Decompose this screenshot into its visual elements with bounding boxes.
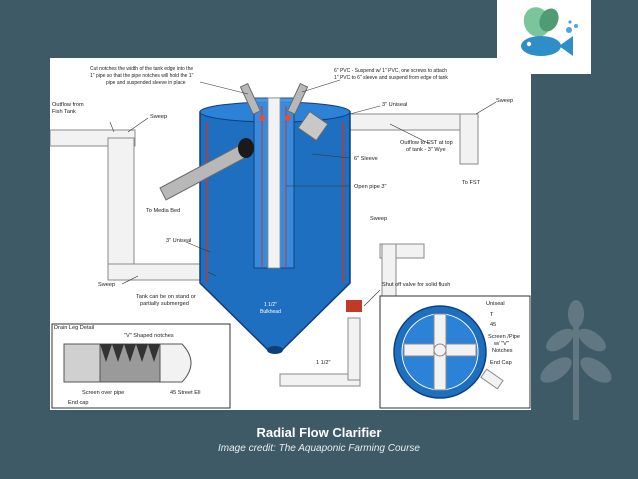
label-forty-five: 45 bbox=[490, 322, 496, 328]
drain-leg-detail bbox=[51, 323, 231, 409]
inflow-vertical-pipe bbox=[107, 137, 135, 265]
label-screen-pipe-3: Notches bbox=[492, 348, 513, 354]
label-outflow-fst-1: Outflow to FST at top bbox=[400, 140, 453, 146]
fish-leaf-logo-icon bbox=[521, 7, 578, 56]
label-six-sleeve: 6" Sleeve bbox=[354, 156, 378, 162]
label-outflow-fish-2: Fish Tank bbox=[52, 109, 76, 115]
label-pvc-suspend-1: 6" PVC - Suspend w/ 1" PVC, one screws t… bbox=[334, 68, 447, 74]
label-outflow-fish-1: Outflow from bbox=[52, 102, 84, 108]
label-uniseal-3a: 3" Uniseal bbox=[382, 102, 407, 108]
outflow-pipe bbox=[335, 113, 477, 131]
label-stand-2: partially submerged bbox=[140, 301, 189, 307]
label-bulkhead-2: Bulkhead bbox=[260, 309, 281, 315]
label-open-pipe: Open pipe 3" bbox=[354, 184, 386, 190]
diagram-labels: Cut notches the width of the tank edge i… bbox=[52, 66, 520, 406]
tank bbox=[199, 97, 351, 354]
label-cut-notches-2: 1" pipe so that the pipe notches will ho… bbox=[90, 73, 194, 79]
label-screen-pipe-1: Screen /Pipe bbox=[488, 334, 520, 340]
label-one-half: 1 1/2" bbox=[316, 360, 330, 366]
label-to-fst: To FST bbox=[462, 180, 481, 186]
leader-lines bbox=[109, 79, 497, 307]
label-sweep-1: Sweep bbox=[150, 114, 167, 120]
label-stand-1: Tank can be on stand or bbox=[136, 294, 196, 300]
label-shut-off: Shut off valve for solid flush bbox=[382, 282, 450, 288]
label-screen-over-pipe: Screen over pipe bbox=[82, 390, 124, 396]
label-bulkhead-1: 1 1/2" bbox=[264, 302, 277, 308]
label-v-notches: "V" Shaped notches bbox=[124, 333, 174, 339]
label-sweep-2: Sweep bbox=[496, 98, 513, 104]
label-uniseal-3b: 3" Uniseal bbox=[166, 238, 191, 244]
caption-credit: Image credit: The Aquaponic Farming Cour… bbox=[218, 443, 420, 454]
caption-title: Radial Flow Clarifier bbox=[256, 425, 382, 440]
outflow-down-pipe bbox=[459, 113, 479, 165]
label-sweep-4: Sweep bbox=[98, 282, 115, 288]
label-tee: T bbox=[490, 312, 494, 318]
label-pvc-suspend-2: 1" PVC to 6" sleeve and suspend from edg… bbox=[334, 75, 448, 81]
drain-riser bbox=[347, 317, 361, 381]
caption: Radial Flow Clarifier Image credit: The … bbox=[0, 425, 638, 457]
clarifier-diagram: Cut notches the width of the tank edge i… bbox=[50, 58, 531, 410]
label-street-ell: 45 Street Ell bbox=[170, 390, 200, 396]
radial-detail bbox=[379, 295, 531, 409]
label-sweep-3: Sweep bbox=[370, 216, 387, 222]
label-end-cap-left: End cap bbox=[68, 400, 89, 406]
label-end-cap-right: End Cap bbox=[490, 360, 512, 366]
plant-leaf-icon bbox=[540, 300, 612, 420]
shut-off-valve bbox=[346, 300, 362, 312]
label-screen-pipe-2: w/ "V" bbox=[493, 341, 509, 347]
label-cut-notches-3: pipe and suspended sleeve in place bbox=[106, 80, 186, 86]
label-cut-notches-1: Cut notches the width of the tank edge i… bbox=[90, 66, 193, 72]
label-uniseal-r: Uniseal bbox=[486, 301, 505, 307]
label-drain-leg: Drain Leg Detail bbox=[54, 325, 94, 331]
label-outflow-fst-2: of tank - 3" Wye bbox=[406, 147, 446, 153]
label-to-media-bed: To Media Bed bbox=[146, 208, 180, 214]
